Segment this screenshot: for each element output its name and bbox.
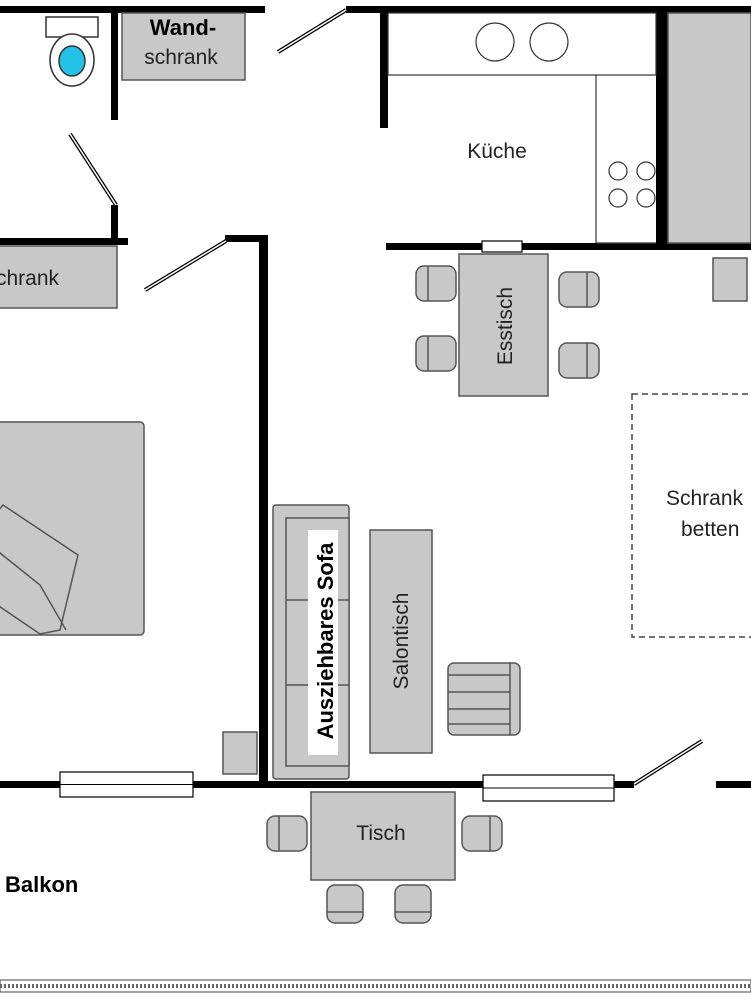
wall-kitchen-divider (656, 6, 668, 246)
wall-bottom-mid (193, 781, 483, 788)
balcony-railing (0, 979, 751, 993)
wardrobe-left (0, 245, 118, 309)
label-balkon: Balkon (5, 872, 78, 897)
sofa (272, 504, 350, 780)
label-esstisch: Esstisch (494, 287, 517, 365)
label-schrankbetten-2: betten (681, 518, 739, 541)
wall-bedroom-partition (259, 235, 268, 787)
coffee-table (369, 529, 433, 754)
wall-top-right (346, 6, 751, 13)
balcony-table (310, 791, 456, 881)
wall-bottom-right-b (716, 781, 751, 788)
kitchen-right-unit (667, 12, 751, 244)
wall-kitchen-bottom (386, 243, 751, 250)
walls (0, 6, 751, 788)
murphy-bed-outline (631, 393, 751, 638)
small-box-bedroom (222, 731, 258, 775)
wall-bath-vertical (111, 6, 118, 120)
doors (68, 8, 704, 786)
dining-table (458, 253, 549, 397)
toilet (45, 16, 99, 87)
wardrobe-top (121, 12, 246, 81)
wall-bath-horizontal (0, 238, 128, 245)
label-kueche: Küche (467, 140, 527, 163)
label-tisch: Tisch (356, 822, 405, 845)
window-kitchen (481, 240, 523, 253)
dining-chairs (415, 265, 600, 379)
wall-top-left (0, 6, 265, 13)
label-wand: Wand- (150, 15, 216, 40)
wall-bottom-left (0, 781, 60, 788)
wall-bottom-right-a (614, 781, 634, 788)
wall-bath-lower (111, 205, 118, 245)
wall-kitchen-left (380, 6, 388, 128)
wall-bedroom-top (225, 235, 268, 242)
armchair (447, 662, 521, 736)
small-cabinet-right (712, 257, 748, 302)
balcony-chairs (266, 815, 503, 924)
kitchen-counter (387, 12, 657, 244)
label-schrankbetten-1: Schrank (666, 487, 744, 510)
label-sofa: Ausziehbares Sofa (313, 542, 338, 740)
label-schrank-left: chrank (0, 267, 60, 290)
label-schrank-top: schrank (144, 46, 218, 69)
bed (0, 421, 145, 636)
furniture (0, 12, 751, 924)
windows (59, 240, 615, 802)
label-salontisch: Salontisch (390, 593, 413, 690)
